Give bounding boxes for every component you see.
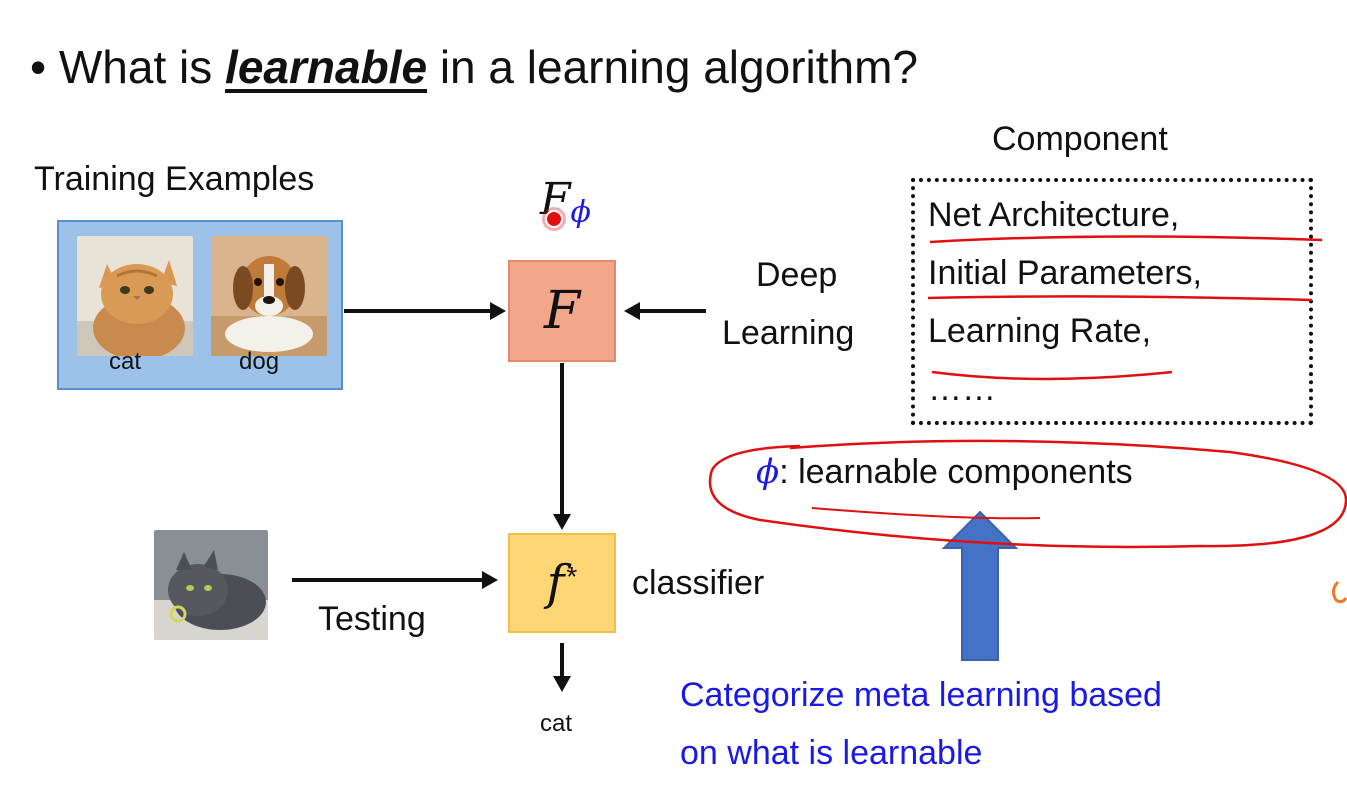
edge-pen-mark — [1331, 580, 1347, 604]
cat-label: cat — [109, 348, 142, 375]
dog-photo — [211, 236, 327, 356]
classifier-label: classifier — [632, 564, 765, 602]
dog-label: dog — [239, 348, 280, 375]
output-label: cat — [540, 710, 573, 737]
training-examples-heading: Training Examples — [34, 160, 315, 198]
phi-symbol: ϕ — [756, 452, 780, 492]
classifier-box: f* — [508, 533, 616, 633]
classifier-symbol: f — [546, 555, 565, 611]
phi-text: : learnable components — [779, 453, 1133, 491]
deep-label: Deep — [756, 256, 838, 294]
component-heading: Component — [992, 120, 1168, 158]
slide-title: • What is learnable in a learning algori… — [30, 40, 918, 94]
component-item-initial-parameters: Initial Parameters, — [928, 254, 1202, 292]
title-prefix: What is — [58, 41, 226, 93]
arrowhead-training-to-f — [490, 302, 506, 320]
learning-label: Learning — [722, 314, 855, 352]
testing-label: Testing — [318, 600, 426, 638]
training-examples-box: cat dog — [57, 220, 343, 390]
bullet: • — [30, 41, 47, 93]
categorize-line-2: on what is learnable — [680, 734, 983, 772]
underline-net-architecture — [929, 235, 1323, 244]
model-f-box: F — [508, 260, 616, 362]
underline-learning-rate — [931, 370, 1173, 381]
cursor-dot — [545, 210, 563, 228]
test-cat-photo — [154, 530, 268, 640]
title-keyword: learnable — [225, 41, 428, 93]
cat-photo — [77, 236, 193, 356]
categorize-line-1: Categorize meta learning based — [680, 676, 1162, 714]
arrowhead-f-to-classifier — [553, 514, 571, 530]
arrowhead-test-to-classifier — [482, 571, 498, 589]
f-phi-subscript: ϕ — [570, 195, 591, 230]
scribble-under-components — [811, 507, 1041, 520]
arrowhead-deep-learning-to-f — [624, 302, 640, 320]
component-item-learning-rate: Learning Rate, — [928, 312, 1152, 350]
circle-learnable-components — [708, 439, 1347, 549]
classifier-star: * — [566, 561, 578, 592]
component-item-net-architecture: Net Architecture, — [928, 196, 1180, 234]
title-suffix: in a learning algorithm? — [427, 41, 918, 93]
component-box — [911, 178, 1313, 425]
underline-initial-parameters — [927, 295, 1313, 302]
phi-line: ϕ: learnable components — [756, 452, 1133, 492]
model-f-symbol: F — [543, 281, 581, 341]
big-up-arrow — [941, 510, 1019, 661]
arrowhead-classifier-to-output — [553, 676, 571, 692]
